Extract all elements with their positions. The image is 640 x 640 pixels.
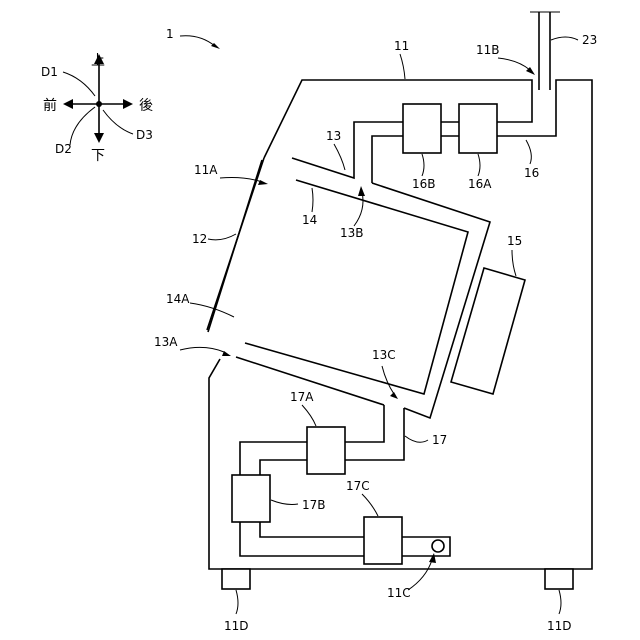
dir-d3-label: D3 — [136, 128, 153, 142]
ref-16-label: 16 — [524, 166, 539, 180]
outer-tub-inner-top — [372, 136, 401, 183]
ref-11-label: 11 — [394, 39, 409, 53]
ref-13B-label: 13B — [340, 226, 364, 240]
dir-front-label: 前 — [43, 97, 57, 114]
ref-13C-label: 13C — [372, 348, 396, 362]
ref-23-label: 23 — [582, 33, 597, 47]
ref-1-label: 1 — [166, 27, 174, 41]
dir-d1-label: D1 — [41, 65, 58, 79]
dir-back-label: 後 — [139, 98, 153, 114]
drain-port — [432, 540, 444, 552]
drain-unit-17C — [364, 517, 402, 564]
ref-16A-label: 16A — [468, 177, 492, 191]
ref-11A-label: 11A — [194, 163, 218, 177]
drain-unit-17A — [307, 427, 345, 474]
ref-15-label: 15 — [507, 234, 522, 248]
ref-16B-label: 16B — [412, 177, 436, 191]
foot-right — [545, 569, 573, 589]
drain-unit-17B — [232, 475, 270, 522]
drain-path-lower — [240, 522, 450, 556]
ref-13-label: 13 — [326, 129, 341, 143]
ref-14-label: 14 — [302, 213, 317, 227]
ref-13A-label: 13A — [154, 335, 178, 349]
ref-17A-label: 17A — [290, 390, 314, 404]
ref-12-label: 12 — [192, 232, 207, 246]
dir-d2-label: D2 — [55, 142, 72, 156]
dir-down-label: 下 — [91, 148, 105, 164]
ref-17B-label: 17B — [302, 498, 326, 512]
ref-17-label: 17 — [432, 433, 447, 447]
direction-indicator: 上 下 前 後 D1 D2 D3 — [41, 53, 153, 164]
outer-tub-back-wall — [372, 183, 490, 418]
dir-up-label: 上 — [91, 53, 105, 69]
duct-unit-16B — [403, 104, 441, 153]
motor — [451, 268, 525, 394]
ref-11B-label: 11B — [476, 43, 500, 57]
ref-17C-label: 17C — [346, 479, 370, 493]
ref-11D-right-label: 11D — [547, 619, 572, 633]
drum — [245, 180, 468, 394]
duct-unit-16A — [459, 104, 497, 153]
vent-pipe — [530, 12, 560, 90]
ref-11D-left-label: 11D — [224, 619, 249, 633]
outer-tub — [292, 122, 401, 178]
ref-11C-label: 11C — [387, 586, 411, 600]
door — [207, 158, 264, 330]
ref-14A-label: 14A — [166, 292, 190, 306]
foot-left — [222, 569, 250, 589]
